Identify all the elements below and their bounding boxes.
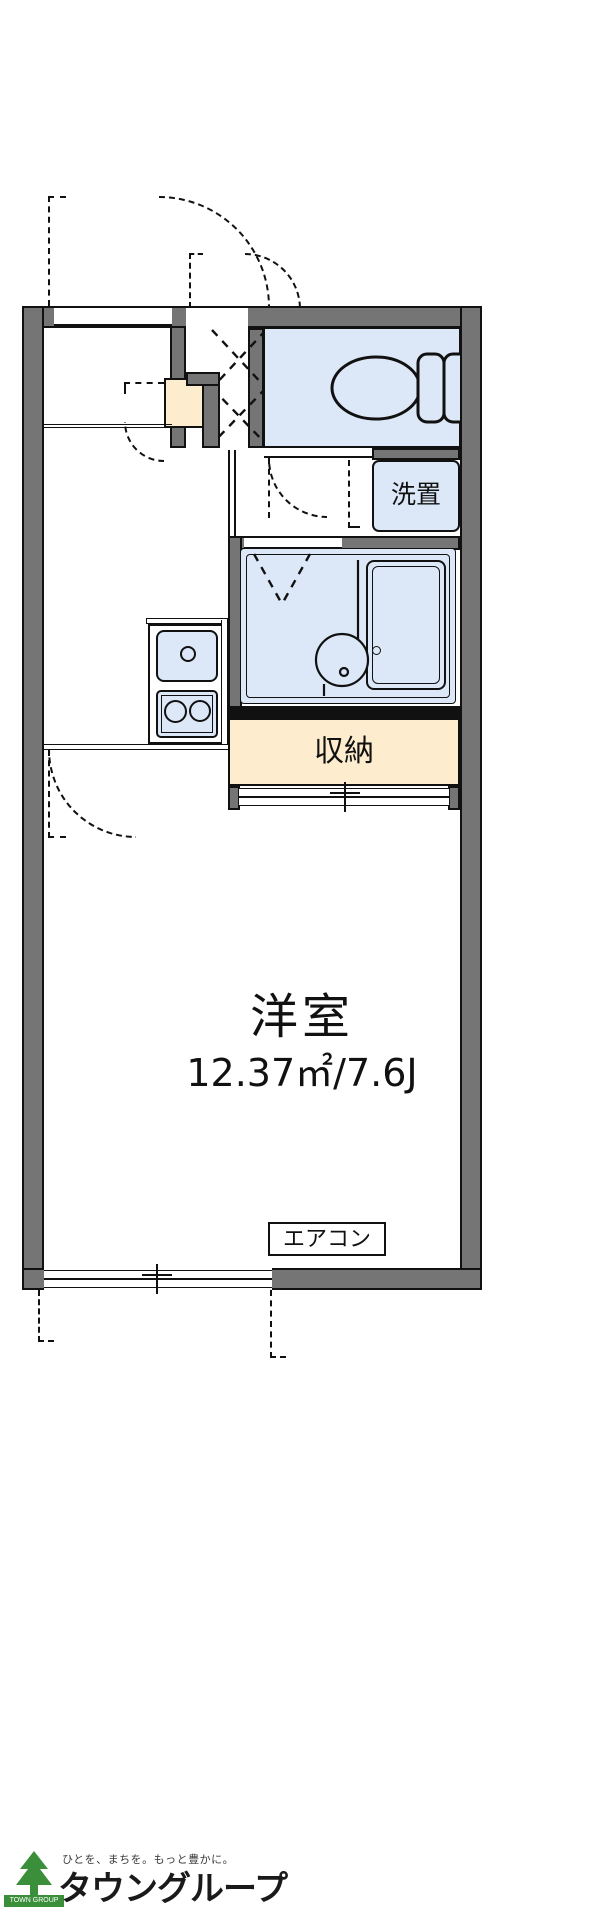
toilet-icon — [330, 352, 460, 424]
bathtub-inner — [372, 566, 440, 684]
town-group-badge: TOWN GROUP — [4, 1895, 64, 1907]
stove-burner-right-icon — [189, 700, 211, 722]
wall-toilet-bottom-right — [372, 448, 460, 460]
secondary-door-leaf — [189, 253, 191, 308]
closet-door-handle-mark — [344, 782, 346, 812]
aircon-label: エアコン — [282, 1227, 371, 1252]
secondary-door-opening — [186, 306, 248, 328]
laundry-guide-line-foot — [348, 526, 360, 528]
room-door-leaf — [48, 750, 50, 838]
laundry-guide-line — [348, 460, 350, 528]
stove-burner-left-icon — [164, 700, 187, 723]
bath-door-fold-lines — [252, 553, 312, 605]
balcony-window-divider — [44, 1278, 272, 1280]
bath-door-opening — [244, 538, 342, 548]
aircon-box — [268, 1222, 386, 1256]
footer-tagline: ひとを、まちを。もっと豊かに。 — [62, 1853, 235, 1866]
bath-unit-inner-outline — [246, 554, 450, 698]
entrance-door-leaf — [48, 196, 50, 306]
footer-brand: タウングループ — [58, 1869, 288, 1909]
window-projection-line-right-foot — [270, 1356, 286, 1358]
kitchen-right-edge — [221, 620, 228, 744]
bathtub-drain-icon — [372, 646, 381, 655]
folding-door-cross-lines — [211, 329, 266, 445]
kitchen-sink-drain-icon — [180, 646, 196, 662]
kitchen-counter-edge — [146, 618, 228, 624]
balcony-window-handle-mark-2 — [142, 1274, 172, 1276]
wall-exterior-right — [460, 306, 482, 1290]
balcony-window-handle-mark — [156, 1264, 158, 1294]
wall-shoebox-top — [186, 372, 220, 386]
wall-closet-top — [228, 706, 460, 718]
shoebox-door-leaf-edge — [124, 382, 126, 394]
secondary-door-leaf-top — [189, 253, 203, 255]
wall-hall-right — [228, 450, 236, 540]
entrance-door-threshold — [54, 324, 172, 326]
entrance-door-opening — [54, 306, 172, 328]
bathtub-icon — [366, 560, 446, 690]
entrance-door-leaf-top — [48, 196, 66, 198]
room-door-leaf-foot — [48, 836, 66, 838]
bath-sink-icon — [314, 560, 370, 696]
window-projection-line-right — [270, 1290, 272, 1358]
wall-toilet-left — [248, 328, 264, 448]
footer-logo-area: TOWN GROUP ひとを、まちを。もっと豊かに。 タウングループ — [0, 1845, 604, 1920]
room-partition-line — [44, 744, 228, 750]
wall-exterior-left — [22, 306, 44, 1290]
tree-logo-icon — [16, 1851, 52, 1895]
shoebox-door-leaf — [124, 382, 164, 384]
stove-inner — [161, 695, 213, 733]
laundry-label: 洗置 — [390, 480, 441, 509]
window-projection-line-left — [38, 1290, 40, 1342]
entry-floor — [44, 328, 172, 428]
closet-door-handle-mark-2 — [330, 792, 360, 794]
genkan-step-line — [44, 424, 172, 428]
toilet-door-leaf — [268, 458, 270, 518]
room-area-label: 12.37㎡/7.6J — [186, 1051, 418, 1095]
closet-label: 収納 — [314, 734, 374, 769]
window-projection-line-left-foot — [38, 1340, 54, 1342]
room-name-label: 洋室 — [249, 989, 354, 1045]
toilet-door-opening — [264, 448, 372, 458]
laundry-space — [372, 460, 460, 532]
